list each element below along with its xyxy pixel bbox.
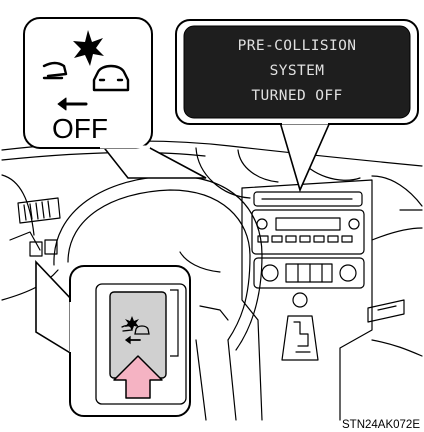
center-stack <box>242 180 372 420</box>
display-line-2: SYSTEM <box>270 63 325 79</box>
display-line-3: TURNED OFF <box>251 88 342 104</box>
display-line-1: PRE-COLLISION <box>238 38 357 54</box>
off-label: OFF <box>52 113 108 144</box>
switch-callout-tail <box>36 262 72 354</box>
figure-code: STN24AK072E <box>342 419 420 431</box>
display-callout: PRE-COLLISION SYSTEM TURNED OFF <box>176 20 418 190</box>
switch-callout <box>36 262 190 416</box>
left-air-vent <box>18 198 60 223</box>
dashboard-illustration <box>2 141 422 420</box>
